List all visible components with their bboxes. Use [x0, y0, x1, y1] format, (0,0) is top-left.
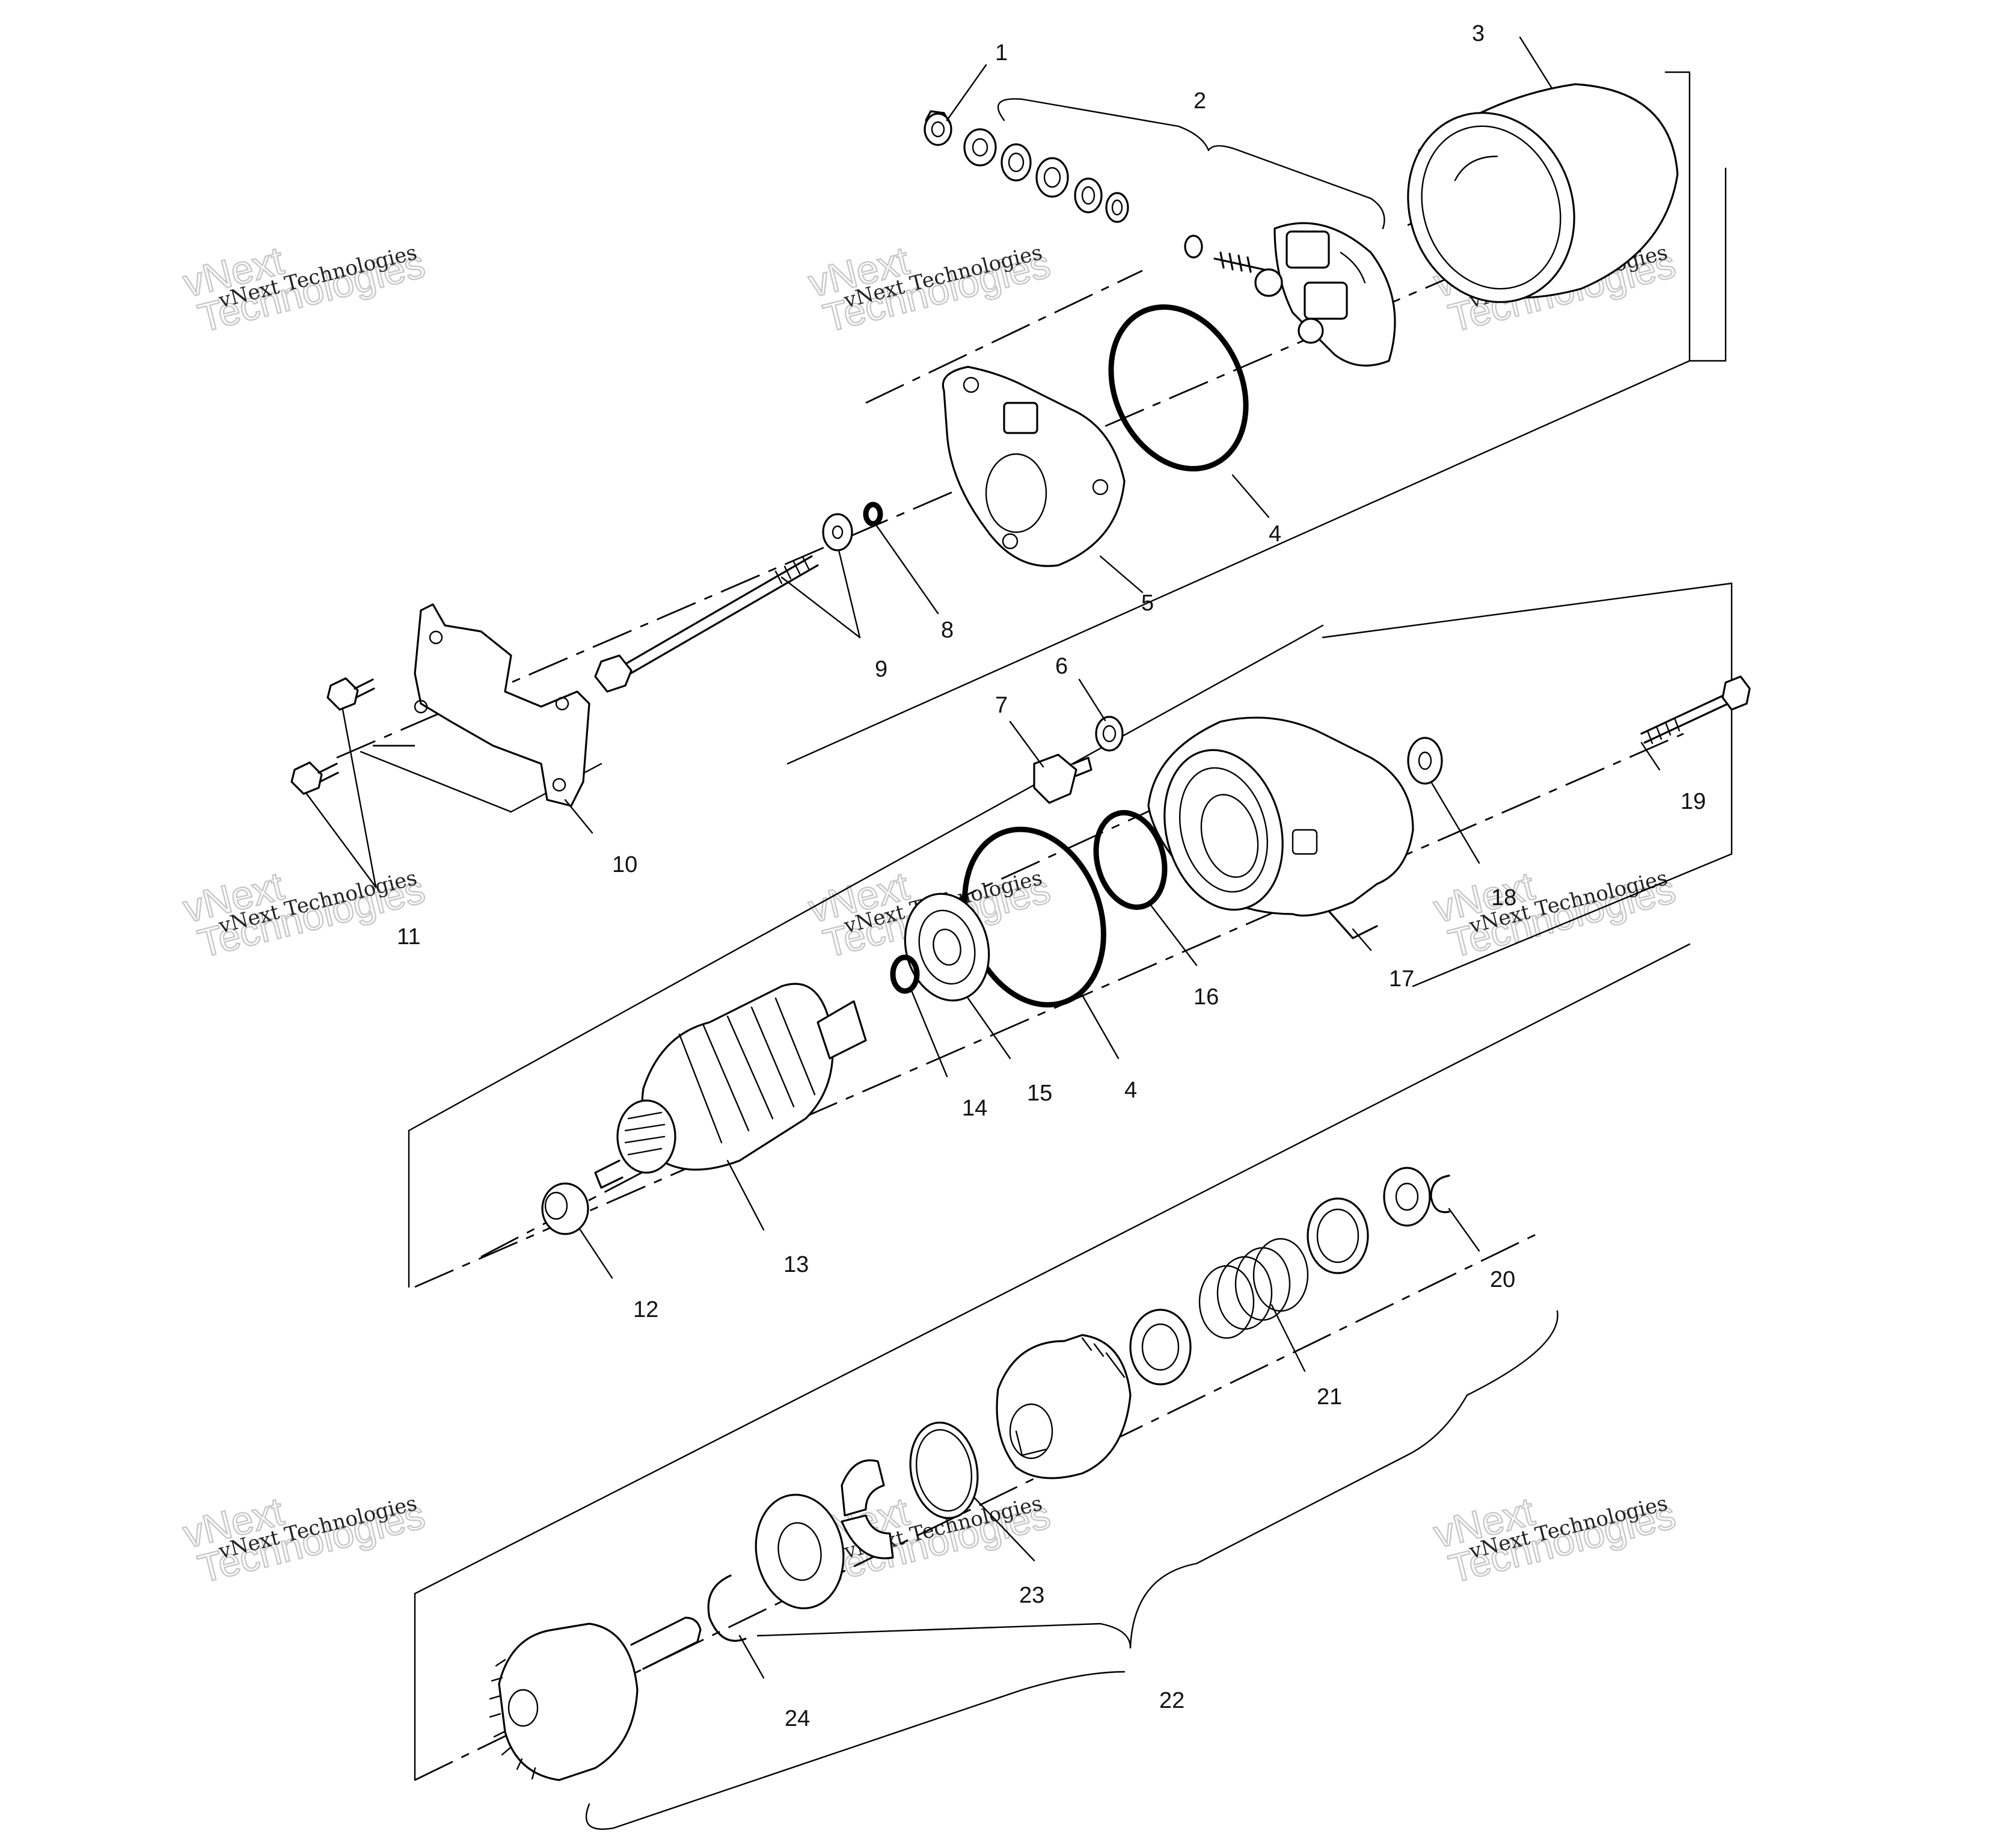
watermark-bottom-right: vNext Technologies vNext Technologies [1429, 1488, 1681, 1592]
brush-holder-assembly [1184, 222, 1396, 367]
watermark-top-center: vNext Technologies vNext Technologies [803, 237, 1055, 341]
callout-14: 14 [962, 1096, 987, 1121]
part-13-armature [594, 983, 867, 1189]
callout-20: 20 [1490, 1267, 1515, 1292]
callout-3: 3 [1472, 21, 1485, 46]
part-17-front-housing [1147, 716, 1414, 939]
callout-4-lower: 4 [1124, 1078, 1137, 1103]
split-collar [841, 1459, 894, 1559]
leader-lines [305, 36, 1661, 1830]
stopper-washer [755, 1494, 845, 1609]
part-12-bushing [541, 1182, 589, 1235]
part-23-ring [909, 1422, 979, 1519]
callout-8: 8 [941, 618, 954, 643]
part-3-yoke-housing [1407, 83, 1679, 303]
part-11-bolts [290, 677, 375, 795]
callout-21: 21 [1317, 1384, 1342, 1410]
callout-13: 13 [783, 1252, 809, 1277]
callout-19: 19 [1681, 789, 1706, 814]
callout-10: 10 [612, 852, 637, 877]
callout-labels: 1 2 3 4 5 6 7 8 9 10 11 12 13 14 15 16 1… [397, 21, 1706, 1731]
part-4-o-ring-upper [1108, 304, 1249, 471]
part-14-snap-ring [890, 954, 920, 994]
callout-5: 5 [1141, 591, 1154, 616]
part-8-small-o-ring [863, 502, 883, 527]
part-6-seal [1095, 716, 1124, 752]
watermark-top-left: vNext Technologies vNext Technologies [178, 237, 430, 341]
callout-4: 4 [1269, 521, 1281, 547]
part-7-plug [1033, 754, 1092, 804]
callout-1: 1 [995, 40, 1008, 66]
part-2-washer-set [963, 98, 1385, 230]
callout-2: 2 [1194, 88, 1206, 114]
watermark-mid-right: vNext Technologies vNext Technologies [1429, 862, 1681, 966]
watermark-bottom-left: vNext Technologies vNext Technologies [178, 1488, 430, 1592]
callout-17: 17 [1389, 966, 1414, 992]
callout-11: 11 [397, 924, 420, 950]
callout-24: 24 [785, 1706, 810, 1731]
watermark-mid-left: vNext Technologies vNext Technologies [178, 862, 430, 966]
drive-clutch-assembly [996, 1334, 1132, 1479]
part-10-bracket [414, 603, 590, 807]
callout-9: 9 [875, 657, 887, 682]
part-20-circlip [1383, 1167, 1450, 1227]
part-1-nut [924, 110, 952, 146]
callout-22: 22 [1159, 1688, 1184, 1713]
part-24-snap-ring [707, 1574, 747, 1642]
part-19-bolt [1640, 675, 1751, 744]
callout-18: 18 [1491, 885, 1516, 910]
part-21-spring [1129, 1197, 1369, 1386]
part-9-through-bolt [594, 513, 853, 693]
pinion-gear-shaft [489, 1616, 702, 1781]
callout-15: 15 [1027, 1081, 1052, 1106]
assembly-frame-lines [336, 71, 1733, 1781]
callout-12: 12 [633, 1297, 658, 1322]
callout-6: 6 [1055, 654, 1068, 679]
part-18-washer [1407, 737, 1443, 785]
part-16-o-ring [1093, 809, 1168, 910]
callout-23: 23 [1019, 1583, 1044, 1608]
callout-7: 7 [995, 693, 1008, 718]
callout-16: 16 [1194, 984, 1219, 1010]
part-5-rear-cover [942, 366, 1126, 567]
